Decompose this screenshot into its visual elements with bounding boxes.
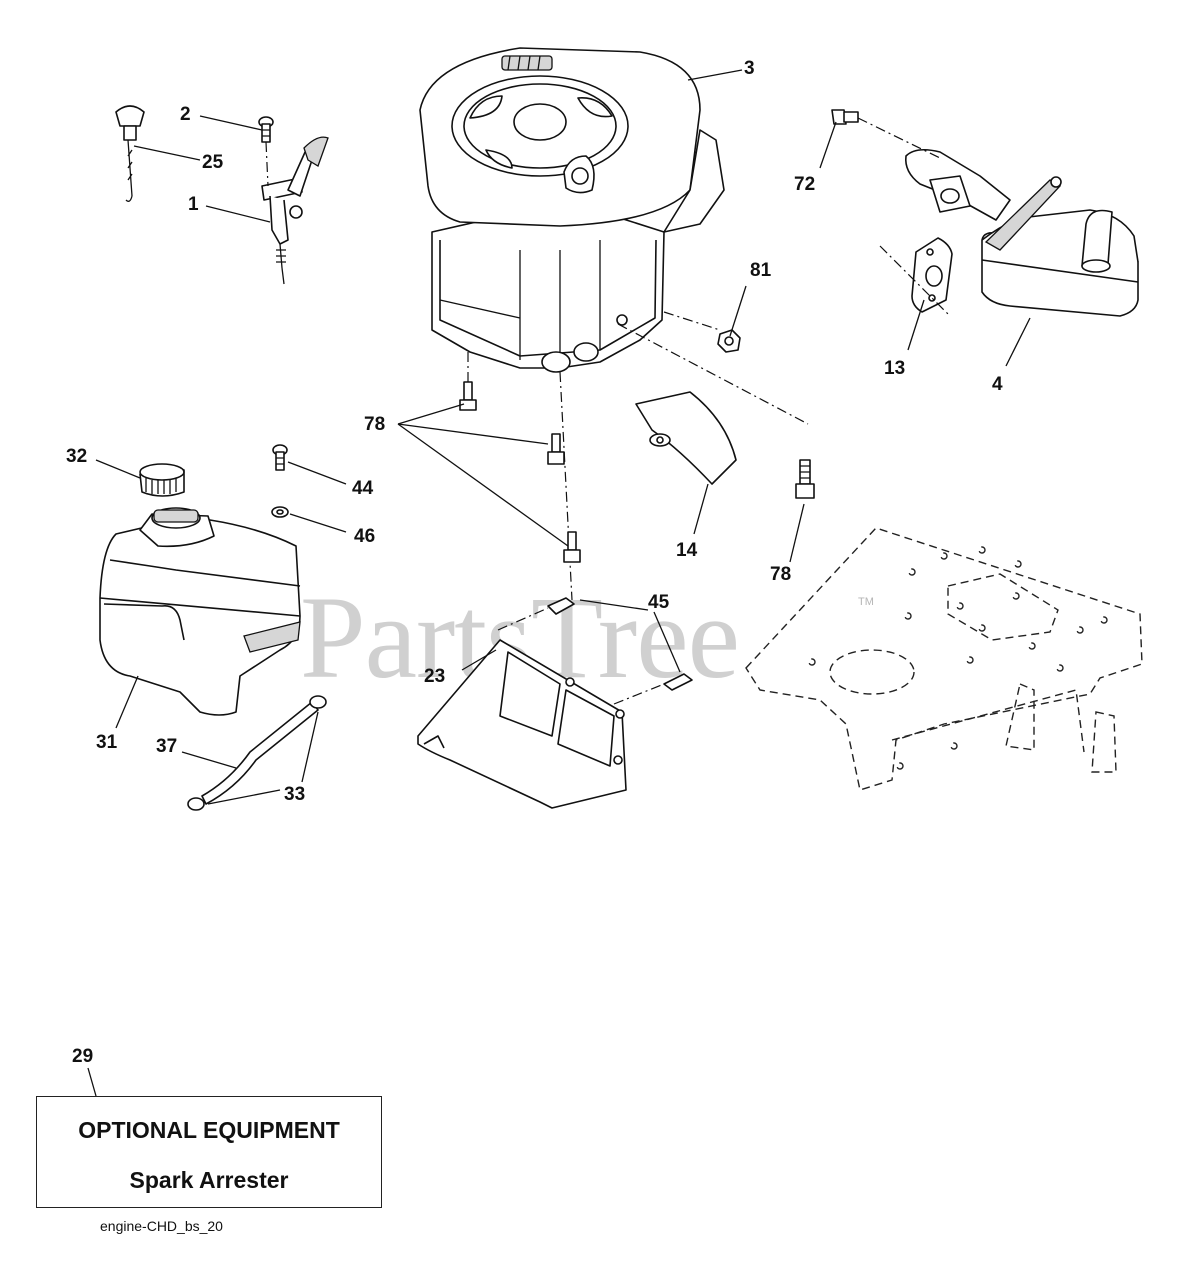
mower-frame-icon: [745, 527, 1143, 791]
optional-equipment-title: OPTIONAL EQUIPMENT: [78, 1117, 340, 1143]
callout-4: 4: [992, 374, 1003, 395]
callout-44: 44: [352, 478, 374, 499]
engine-bracket-icon[interactable]: [635, 391, 737, 485]
choke-knob-icon[interactable]: [115, 105, 145, 202]
callout-29: 29: [72, 1046, 93, 1067]
throttle-control-icon[interactable]: [261, 136, 329, 285]
leader-lines: [87, 69, 1031, 1097]
callout-45: 45: [648, 592, 670, 613]
watermark-trademark: TM: [858, 596, 874, 608]
callout-37: 37: [156, 736, 177, 757]
engine-plate-icon[interactable]: [417, 597, 693, 809]
callout-31: 31: [96, 732, 118, 753]
screw-washer-icon[interactable]: [271, 444, 289, 518]
muffler-icon[interactable]: [904, 148, 1139, 317]
gasket-icon[interactable]: [911, 237, 953, 313]
exhaust-bolt-icon[interactable]: [831, 109, 941, 159]
callout-32: 32: [66, 446, 87, 467]
engine-assembly-icon[interactable]: [419, 47, 725, 373]
callout-78-right: 78: [770, 564, 791, 585]
callout-72: 72: [794, 174, 815, 195]
callout-33: 33: [284, 784, 305, 805]
callout-1: 1: [188, 194, 199, 215]
callout-25: 25: [202, 152, 224, 173]
diagram-code: engine-CHD_bs_20: [100, 1218, 223, 1234]
callout-23: 23: [424, 666, 445, 687]
callout-78-left: 78: [364, 414, 385, 435]
callout-46: 46: [354, 526, 375, 547]
screw-icon[interactable]: [258, 116, 274, 187]
callout-81: 81: [750, 260, 772, 281]
callout-13: 13: [884, 358, 905, 379]
callout-14: 14: [676, 540, 698, 561]
fuel-tank-icon[interactable]: [99, 463, 301, 716]
optional-equipment-box: OPTIONAL EQUIPMENT Spark Arrester: [36, 1096, 382, 1208]
fuel-line-icon[interactable]: [187, 695, 327, 811]
callout-3: 3: [744, 58, 755, 79]
nut-icon[interactable]: [717, 329, 741, 353]
mounting-bolt-icon[interactable]: [459, 381, 815, 563]
optional-equipment-item[interactable]: Spark Arrester: [129, 1167, 289, 1193]
callout-2: 2: [180, 104, 191, 125]
